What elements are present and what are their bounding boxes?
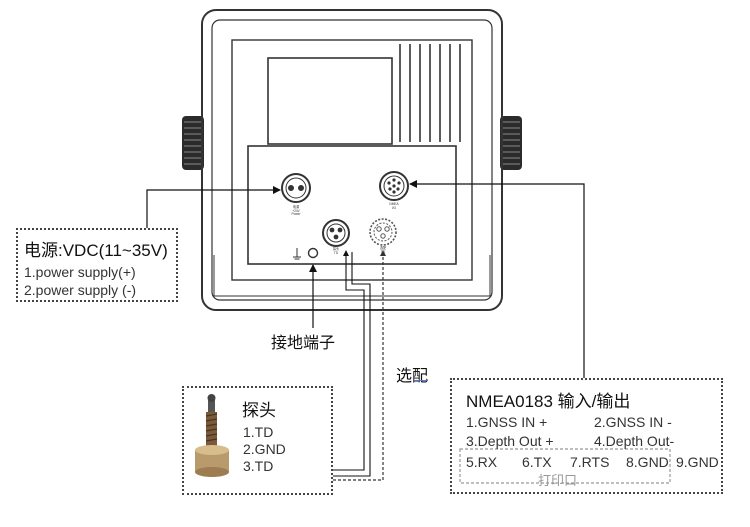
nmea-wire (409, 180, 585, 378)
nmea-title: NMEA0183 输入/输出 (466, 392, 631, 411)
probe-info-box: 探头 1.TD 2.GND 3.TD (182, 386, 333, 495)
right-knob (500, 116, 522, 170)
nmea-item-5: 5.RX (466, 454, 498, 470)
power-connector-label: 电源 +24V Power (291, 205, 301, 217)
probe-transducer-image (195, 394, 229, 477)
printer-port-label: 打印口 (538, 473, 578, 488)
ground-terminal-label: 接地端子 (271, 335, 336, 352)
power-connector[interactable] (281, 173, 311, 203)
left-knob (182, 116, 204, 170)
power-title: 电源:VDC(11~35V) (24, 241, 168, 260)
device-housing (201, 9, 503, 311)
power-wire (146, 186, 281, 228)
power-info-box: 电源:VDC(11~35V) 1.power supply(+) 2.power… (16, 228, 178, 302)
optional-underline (414, 380, 428, 381)
nmea-item-2: 2.GNSS IN - (594, 414, 672, 430)
probe-item-2: 2.GND (243, 441, 286, 457)
nmea-item-9: 9.GND (676, 454, 719, 470)
optional-connector-label: 选配 TD (379, 246, 387, 254)
optional-probe-connector[interactable] (369, 218, 397, 246)
probe-item-3: 3.TD (243, 458, 274, 474)
printer-port-group (459, 448, 671, 484)
nmea-item-4: 4.Depth Out- (594, 433, 675, 449)
probe-wire (333, 250, 371, 477)
nmea-connector-label: NMEA I/O (389, 202, 399, 210)
probe-connector-label: 探头 TD (332, 247, 340, 255)
probe-item-1: 1.TD (243, 424, 274, 440)
ground-terminal[interactable] (293, 247, 319, 260)
nmea-item-6: 6.TX (522, 454, 552, 470)
nmea-connector[interactable] (379, 171, 409, 201)
probe-title: 探头 (242, 401, 276, 420)
nmea-item-7: 7.RTS (570, 454, 610, 470)
nmea-item-1: 1.GNSS IN + (466, 414, 548, 430)
nmea-item-3: 3.Depth Out + (466, 433, 554, 449)
power-item-2: 2.power supply (-) (24, 282, 137, 298)
optional-label: 选配 (396, 368, 429, 385)
optional-wire (333, 252, 384, 481)
nmea-item-8: 8.GND (626, 454, 669, 470)
nmea-info-box: NMEA0183 输入/输出 1.GNSS IN + 2.GNSS IN - 3… (450, 378, 723, 494)
probe-connector[interactable] (322, 219, 350, 247)
power-item-1: 1.power supply(+) (24, 264, 136, 280)
